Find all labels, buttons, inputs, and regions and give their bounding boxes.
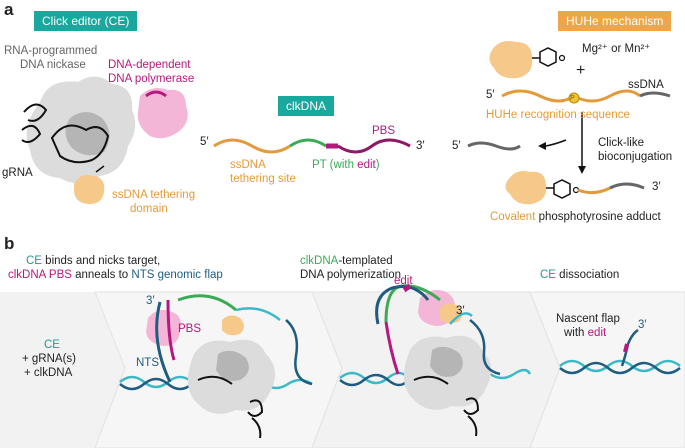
huhe-substrate [501,89,671,104]
clkdna-tag: clkDNA [278,96,335,116]
step2-line2: DNA polymerization [300,269,401,281]
ce-tag: Click editor (CE) [34,11,138,31]
step3-rest: dissociation [555,269,620,281]
step2-three-prime: 3′ [456,305,465,317]
step3-three-prime: 3′ [638,319,647,331]
step1-rest1: binds and nicks target, [41,255,161,267]
nascent-edit: edit [587,327,607,339]
complex-1 [146,294,313,439]
nickase-line1: RNA-programmed [4,45,98,57]
cleaved-five-prime: 5′ [452,140,461,152]
grna-label: gRNA [2,167,33,179]
huhe-tag: HUHe mechanism [558,11,672,31]
left-ce: CE [44,339,60,351]
covalent-adduct [505,171,645,205]
panel-b-letter: b [4,234,15,253]
click-line2: bioconjugation [598,151,673,163]
click-editor-protein [21,76,136,184]
huhe-protein-top [489,41,566,79]
step2-edit-label: edit [394,275,413,287]
huhe-five-prime: 5′ [486,89,495,101]
cleaved-product [467,112,586,174]
tethering-domain-blob [74,165,105,204]
plus-sign: + [576,62,586,79]
pt-label: PT (with edit) [312,158,380,172]
pbs-label-a: PBS [372,125,396,137]
step3-ce: CE [540,269,556,281]
nascent-line2: with edit [564,326,606,340]
metal-label: Mg²⁺ or Mn²⁺ [582,43,651,55]
nascent-with: with [564,327,588,339]
step1-three-prime: 3′ [146,295,155,307]
panel-a-letter: a [4,0,14,19]
step2-line1: clkDNA-templated [300,254,393,268]
step1-ce: CE [26,255,42,267]
tether-line2: domain [130,203,168,215]
pt-edit: edit [357,159,376,171]
adduct-rest: phosphotyrosine adduct [535,211,661,223]
step2-rest: -templated [338,255,393,267]
dna-polymerase-blob [137,88,188,139]
step1-pbs: PBS [45,269,72,281]
step1-nts: NTS genomic flap [131,269,223,281]
clkdna-strand [213,138,411,154]
pt-suffix: ) [375,159,380,171]
clkdna-five-prime: 5′ [200,136,209,148]
step1-nts-label: NTS [136,357,159,369]
step2-clkdna: clkDNA [300,255,339,267]
adduct-label: Covalent phosphotyrosine adduct [490,210,661,224]
ssdna-line2: tethering site [230,173,296,185]
step1-line1: CE binds and nicks target, [26,254,160,268]
dna-duplex-3 [559,328,681,375]
step1-line2: clkDNA PBS anneals to NTS genomic flap [8,268,223,282]
pt-prefix: PT (with [312,159,358,171]
step1-clkdna: clkDNA [8,269,46,281]
clkdna-three-prime: 3′ [416,140,425,152]
nascent-line1: Nascent flap [556,313,620,325]
covalent-word: Covalent [490,211,536,223]
step1-anneals: anneals to [71,269,132,281]
polymerase-line2: DNA polymerase [108,73,195,85]
nickase-line2: DNA nickase [20,59,86,71]
ssdna-line1: ssDNA [230,159,266,171]
ssdna-label: ssDNA [628,79,664,91]
left-grna: + gRNA(s) [22,353,76,365]
complex-2 [375,283,501,437]
step1-pbs-label: PBS [178,323,202,335]
adduct-three-prime: 3′ [652,181,661,193]
polymerase-line1: DNA-dependent [108,59,191,71]
left-clkdna: + clkDNA [24,367,73,379]
click-line1: Click-like [598,137,644,149]
phosphate-label: P [570,95,575,102]
tether-line1: ssDNA tethering [112,189,196,201]
recognition-label: HUHe recognition sequence [486,109,630,121]
step3-label: CE dissociation [540,268,619,282]
